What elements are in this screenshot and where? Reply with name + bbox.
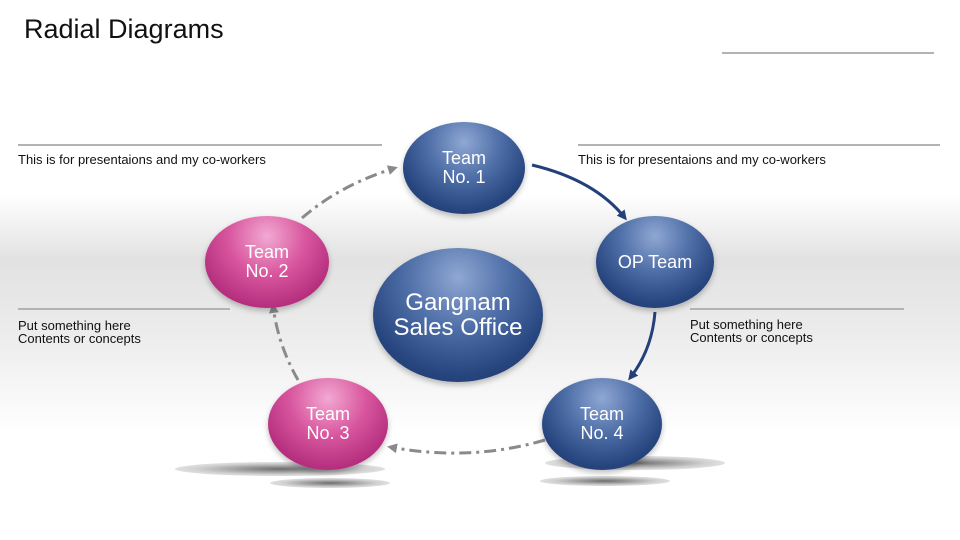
node-op-team: OP Team xyxy=(596,216,714,308)
node-team-no-1-label: Team No. 1 xyxy=(441,148,486,187)
node-center-gangnam-sales-office: Gangnam Sales Office xyxy=(373,248,543,382)
divider-left-lower xyxy=(18,308,230,310)
divider-left-upper xyxy=(18,144,382,146)
note-mid-right-line-1: Put something here xyxy=(690,317,803,332)
note-mid-left-line-2: Contents or concepts xyxy=(18,331,141,346)
node-team-no-2: Team No. 2 xyxy=(205,216,329,308)
divider-right-upper xyxy=(578,144,940,146)
floor-shadow-right-2 xyxy=(540,476,670,486)
node-center-label: Gangnam Sales Office xyxy=(393,288,523,341)
floor-shadow-left-2 xyxy=(270,478,390,488)
arrow-team3-to-team2 xyxy=(268,303,300,381)
note-mid-left-line-1: Put something here xyxy=(18,318,131,333)
node-team-no-4-label: Team No. 4 xyxy=(579,404,624,443)
note-top-right: This is for presentaions and my co-worke… xyxy=(578,152,826,167)
divider-top-right-short xyxy=(722,52,934,54)
arrow-op-to-team4 xyxy=(628,311,657,381)
divider-right-lower xyxy=(690,308,904,310)
node-team-no-1: Team No. 1 xyxy=(403,122,525,214)
node-team-no-3-label: Team No. 3 xyxy=(305,404,350,443)
note-mid-right: Put something here Contents or concepts xyxy=(690,318,813,344)
arrow-team2-to-team1 xyxy=(301,165,398,220)
node-team-no-3: Team No. 3 xyxy=(268,378,388,470)
arrow-team1-to-op xyxy=(531,163,627,221)
note-top-left: This is for presentaions and my co-worke… xyxy=(18,152,266,167)
node-team-no-2-label: Team No. 2 xyxy=(244,242,289,281)
page-title: Radial Diagrams xyxy=(24,14,224,44)
node-op-team-label: OP Team xyxy=(617,251,693,272)
note-mid-left: Put something here Contents or concepts xyxy=(18,319,141,345)
node-team-no-4: Team No. 4 xyxy=(542,378,662,470)
note-mid-right-line-2: Contents or concepts xyxy=(690,330,813,345)
arrow-team4-to-team3 xyxy=(387,438,546,455)
